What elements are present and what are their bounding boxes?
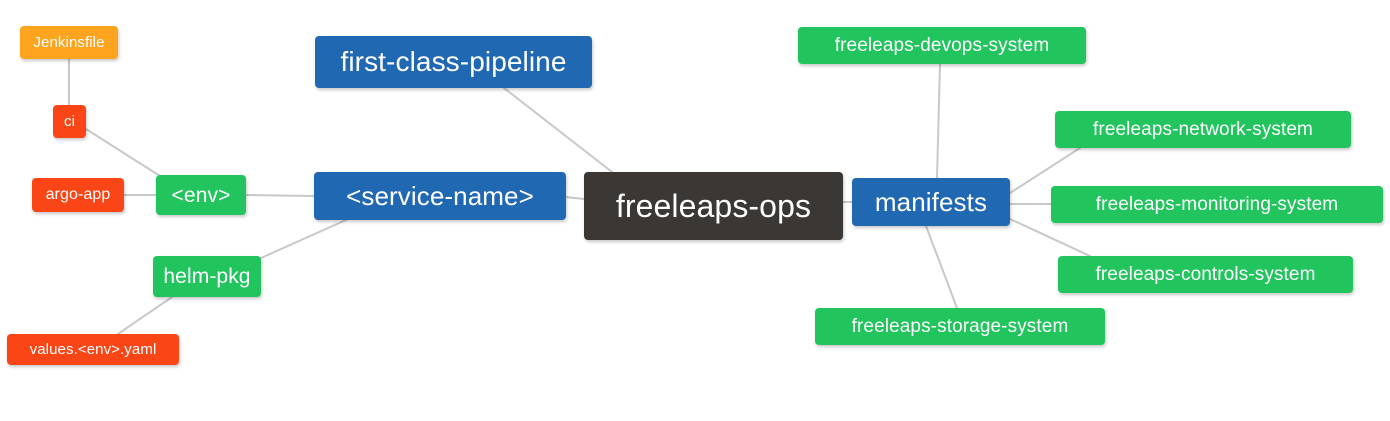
edge-first-class-pipeline-to-freeleaps-ops (503, 87, 613, 173)
node-ci[interactable]: ci (53, 105, 86, 138)
node-label-jenkinsfile: Jenkinsfile (33, 34, 105, 51)
node-devops-system[interactable]: freeleaps-devops-system (798, 27, 1086, 64)
edge-service-name-to-freeleaps-ops (565, 196, 585, 200)
node-controls-system[interactable]: freeleaps-controls-system (1058, 256, 1353, 293)
edge-manifests-to-controls-system (1009, 218, 1091, 257)
node-service-name[interactable]: <service-name> (314, 172, 566, 220)
node-monitoring-system[interactable]: freeleaps-monitoring-system (1051, 186, 1383, 223)
node-label-network-system: freeleaps-network-system (1093, 119, 1313, 140)
node-storage-system[interactable]: freeleaps-storage-system (815, 308, 1105, 345)
node-label-ci: ci (63, 113, 76, 130)
node-label-env: <env> (171, 183, 231, 207)
node-env[interactable]: <env> (156, 175, 246, 215)
node-label-service-name: <service-name> (346, 181, 534, 211)
node-network-system[interactable]: freeleaps-network-system (1055, 111, 1351, 148)
node-label-monitoring-system: freeleaps-monitoring-system (1095, 194, 1339, 215)
node-label-first-class-pipeline: first-class-pipeline (340, 46, 567, 77)
node-label-argo-app: argo-app (45, 186, 111, 203)
node-values-yaml[interactable]: values.<env>.yaml (7, 334, 179, 365)
node-manifests[interactable]: manifests (852, 178, 1010, 226)
node-jenkinsfile[interactable]: Jenkinsfile (20, 26, 118, 59)
node-label-storage-system: freeleaps-storage-system (851, 316, 1069, 337)
node-label-devops-system: freeleaps-devops-system (834, 35, 1050, 56)
node-first-class-pipeline[interactable]: first-class-pipeline (315, 36, 592, 88)
edge-values-yaml-to-helm-pkg (117, 296, 173, 335)
edge-manifests-to-devops-system (936, 63, 941, 179)
node-helm-pkg[interactable]: helm-pkg (153, 256, 261, 297)
edge-manifests-to-storage-system (925, 225, 958, 309)
edge-env-to-service-name (245, 194, 315, 197)
node-label-controls-system: freeleaps-controls-system (1095, 264, 1316, 285)
node-label-helm-pkg: helm-pkg (163, 265, 251, 288)
node-label-manifests: manifests (874, 187, 988, 217)
edge-ci-to-env (85, 128, 161, 177)
node-freeleaps-ops[interactable]: freeleaps-ops (584, 172, 843, 240)
node-argo-app[interactable]: argo-app (32, 178, 124, 212)
edge-helm-pkg-to-service-name (260, 219, 347, 259)
node-label-values-yaml: values.<env>.yaml (29, 341, 157, 358)
node-label-freeleaps-ops: freeleaps-ops (615, 188, 812, 224)
